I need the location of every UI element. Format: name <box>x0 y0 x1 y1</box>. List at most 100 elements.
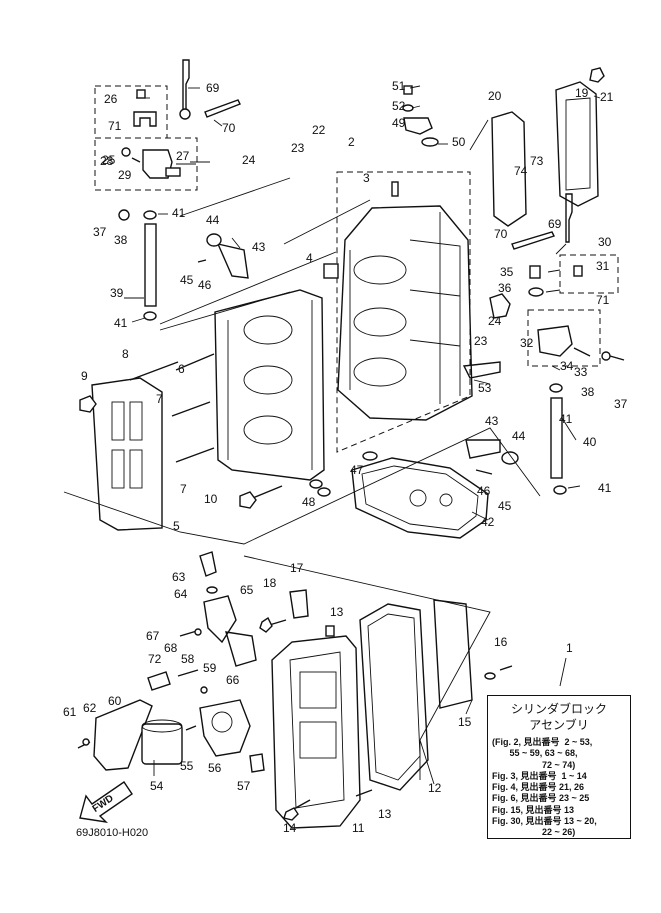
callout-42: 42 <box>481 515 495 529</box>
callout-52: 52 <box>392 99 406 113</box>
callout-33: 33 <box>574 365 588 379</box>
callout-53: 53 <box>478 381 492 395</box>
callout-64: 64 <box>174 587 188 601</box>
callout-38: 38 <box>581 385 595 399</box>
callout-41: 41 <box>172 206 186 220</box>
exhaust-cover <box>491 67 605 227</box>
callout-19: 19 <box>575 86 589 100</box>
callout-73: 73 <box>530 154 544 168</box>
anode-cap-group <box>402 85 439 147</box>
callout-14: 14 <box>283 821 297 835</box>
callout-34: 34 <box>560 359 574 373</box>
callout-74: 74 <box>514 164 528 178</box>
callout-2: 2 <box>348 135 355 149</box>
callout-3: 3 <box>363 171 370 185</box>
callout-35: 35 <box>500 265 514 279</box>
callout-5: 5 <box>173 519 180 533</box>
info-line: Fig. 6, 見出番号 23 ~ 25 <box>492 793 590 804</box>
seals <box>309 263 378 497</box>
callout-23: 23 <box>291 141 305 155</box>
callout-37: 37 <box>93 225 107 239</box>
assembly-lines <box>63 119 541 780</box>
crankcase <box>271 635 361 829</box>
oil-filter-group <box>77 551 265 773</box>
figure-code: 69J8010-H020 <box>76 827 148 839</box>
callout-23: 23 <box>474 334 488 348</box>
callout-37: 37 <box>614 397 628 411</box>
callout-21: 21 <box>600 90 614 104</box>
callout-55: 55 <box>180 759 194 773</box>
callout-51: 51 <box>392 79 406 93</box>
callout-68: 68 <box>164 641 178 655</box>
callout-49: 49 <box>392 116 406 130</box>
callout-1: 1 <box>566 641 573 655</box>
callout-67: 67 <box>146 629 160 643</box>
callout-62: 62 <box>83 701 97 715</box>
callout-7: 7 <box>156 392 163 406</box>
fwd-arrow-icon: FWD <box>79 781 133 824</box>
callout-72: 72 <box>148 652 162 666</box>
callout-13: 13 <box>378 807 392 821</box>
callout-44: 44 <box>512 429 526 443</box>
callout-45: 45 <box>498 499 512 513</box>
callout-61: 61 <box>63 705 77 719</box>
callout-6: 6 <box>178 362 185 376</box>
callout-43: 43 <box>485 414 499 428</box>
callout-69: 69 <box>206 81 220 95</box>
callout-18: 18 <box>263 576 277 590</box>
callout-70: 70 <box>494 227 508 241</box>
oil-tube-left <box>118 209 157 321</box>
callout-8: 8 <box>122 347 129 361</box>
head-cover-plate <box>91 377 163 531</box>
callout-24: 24 <box>242 153 256 167</box>
callout-26: 26 <box>104 92 118 106</box>
cylinder-block <box>337 181 473 421</box>
callout-28: 28 <box>100 154 114 168</box>
callout-36: 36 <box>498 281 512 295</box>
info-reference-lines: (Fig. 2, 見出番号 2 ~ 53, 55 ~ 59, 63 ~ 68, … <box>492 737 626 839</box>
callout-24: 24 <box>488 314 502 328</box>
info-line: 72 ~ 74) <box>492 759 576 770</box>
callout-15: 15 <box>458 715 472 729</box>
callout-41: 41 <box>559 412 573 426</box>
callout-54: 54 <box>150 779 164 793</box>
info-line: Fig. 15, 見出番号 13 <box>492 804 575 815</box>
callout-10: 10 <box>204 492 218 506</box>
callout-7: 7 <box>180 482 187 496</box>
group-outlines <box>94 85 619 453</box>
callout-9: 9 <box>81 369 88 383</box>
callout-50: 50 <box>452 135 466 149</box>
callout-71: 71 <box>596 293 610 307</box>
callout-43: 43 <box>252 240 266 254</box>
callout-56: 56 <box>208 761 222 775</box>
callout-46: 46 <box>477 484 491 498</box>
callout-40: 40 <box>583 435 597 449</box>
callout-13: 13 <box>330 605 344 619</box>
oil-tube-right <box>549 383 567 495</box>
info-line: 22 ~ 26) <box>492 827 576 838</box>
thermo-sender-right <box>489 193 625 361</box>
callout-46: 46 <box>198 278 212 292</box>
callout-44: 44 <box>206 213 220 227</box>
callout-48: 48 <box>302 495 316 509</box>
info-title-line1: シリンダブロック <box>510 702 607 716</box>
callout-47: 47 <box>350 463 364 477</box>
callout-12: 12 <box>428 781 442 795</box>
callout-41: 41 <box>598 481 612 495</box>
callout-17: 17 <box>290 561 304 575</box>
brackets <box>197 233 519 475</box>
callout-71: 71 <box>108 119 122 133</box>
callout-31: 31 <box>596 259 610 273</box>
callout-57: 57 <box>237 779 251 793</box>
info-line: Fig. 3, 見出番号 1 ~ 14 <box>492 770 587 781</box>
callout-27: 27 <box>176 149 190 163</box>
callout-25: 25 <box>102 153 116 167</box>
info-title-line2: アセンブリ <box>529 718 589 732</box>
info-line: Fig. 30, 見出番号 13 ~ 20, <box>492 816 597 827</box>
block-gasket <box>351 457 489 539</box>
callout-63: 63 <box>172 570 186 584</box>
info-line: (Fig. 2, 見出番号 2 ~ 53, <box>492 737 593 747</box>
crankcase-bolts <box>259 616 513 821</box>
